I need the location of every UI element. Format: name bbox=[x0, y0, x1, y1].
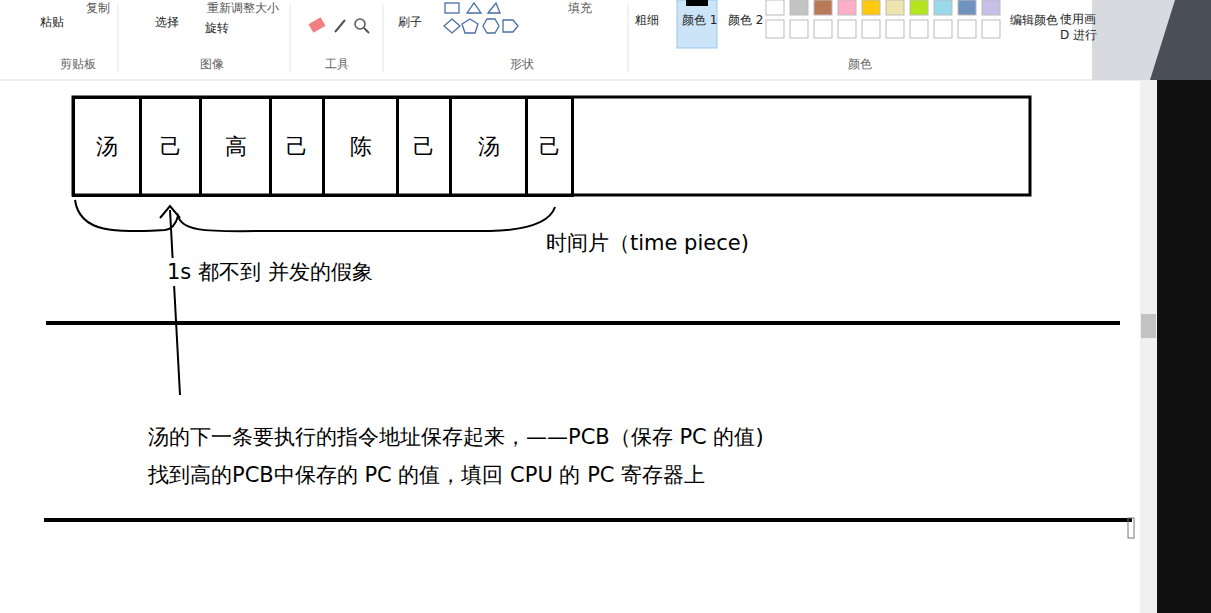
color1-swatch bbox=[686, 0, 708, 6]
ribbon-button: 填充 bbox=[568, 0, 592, 17]
group-divider bbox=[290, 5, 291, 72]
ribbon-button: 编辑颜色 bbox=[1010, 12, 1058, 29]
group-divider bbox=[628, 5, 629, 72]
cell-label: 己 bbox=[160, 132, 182, 162]
group-label: 剪贴板 bbox=[60, 56, 96, 73]
cell-label: 己 bbox=[413, 132, 435, 162]
dark-side bbox=[1157, 80, 1211, 613]
memory-strip bbox=[73, 97, 1030, 195]
ribbon-button: 旋转 bbox=[205, 20, 229, 37]
annotation: 1s 都不到 并发的假象 bbox=[165, 258, 375, 286]
group-divider bbox=[383, 5, 384, 72]
ribbon-border bbox=[0, 80, 1211, 81]
ribbon-button: 颜色 1 bbox=[682, 12, 717, 29]
note-text: 找到高的PCB中保存的 PC 的值，填回 CPU 的 PC 寄存器上 bbox=[148, 461, 705, 489]
cell-label: 高 bbox=[225, 132, 247, 162]
group-label: 形状 bbox=[510, 56, 534, 73]
cell-label: 陈 bbox=[350, 132, 372, 162]
memory-cell: 汤 bbox=[72, 96, 142, 197]
pointer-arrow bbox=[170, 210, 180, 395]
note-text: 汤的下一条要执行的指令地址保存起来，——PCB（保存 PC 的值) bbox=[148, 423, 764, 451]
ribbon-button: 重新调整大小 bbox=[207, 0, 279, 17]
memory-cell: 高 bbox=[199, 96, 272, 197]
ribbon bbox=[0, 0, 1211, 80]
memory-cell: 己 bbox=[525, 96, 574, 197]
memory-cell: 陈 bbox=[322, 96, 399, 197]
annotation: 时间片（time piece) bbox=[546, 229, 749, 257]
cell-label: 汤 bbox=[478, 132, 500, 162]
pointer-arrowhead bbox=[160, 206, 180, 218]
ribbon-button: 使用画 D 进行 bbox=[1060, 12, 1100, 43]
shape-icons bbox=[444, 3, 518, 33]
ribbon-button: 粘贴 bbox=[40, 14, 64, 31]
brace bbox=[75, 200, 555, 231]
group-divider bbox=[118, 5, 119, 72]
divider-line bbox=[44, 518, 1132, 522]
cell-label: 汤 bbox=[96, 132, 118, 162]
cell-label: 己 bbox=[286, 132, 308, 162]
webcam-person bbox=[1150, 0, 1211, 80]
ribbon-button: 粗细 bbox=[635, 12, 659, 29]
ribbon-button: 颜色 2 bbox=[728, 12, 763, 29]
memory-cell: 己 bbox=[139, 96, 202, 197]
memory-cell: 己 bbox=[269, 96, 325, 197]
memory-cell: 汤 bbox=[449, 96, 528, 197]
group-label: 工具 bbox=[325, 56, 349, 73]
scroll-thumb bbox=[1141, 314, 1156, 338]
ribbon-button: 刷子 bbox=[398, 14, 422, 31]
webcam-frame bbox=[1092, 0, 1211, 80]
ribbon-button: 选择 bbox=[155, 14, 179, 31]
palette bbox=[766, 0, 1000, 38]
cell-label: 己 bbox=[539, 132, 561, 162]
group-label: 图像 bbox=[200, 56, 224, 73]
scrollbar bbox=[1140, 80, 1157, 613]
group-label: 颜色 bbox=[848, 56, 872, 73]
ribbon-button: 复制 bbox=[86, 0, 110, 17]
selected-color-button bbox=[677, 0, 717, 48]
tool-icons bbox=[308, 17, 369, 33]
resize-handle bbox=[1128, 518, 1134, 538]
divider-line bbox=[46, 321, 1120, 325]
memory-cell: 己 bbox=[396, 96, 452, 197]
